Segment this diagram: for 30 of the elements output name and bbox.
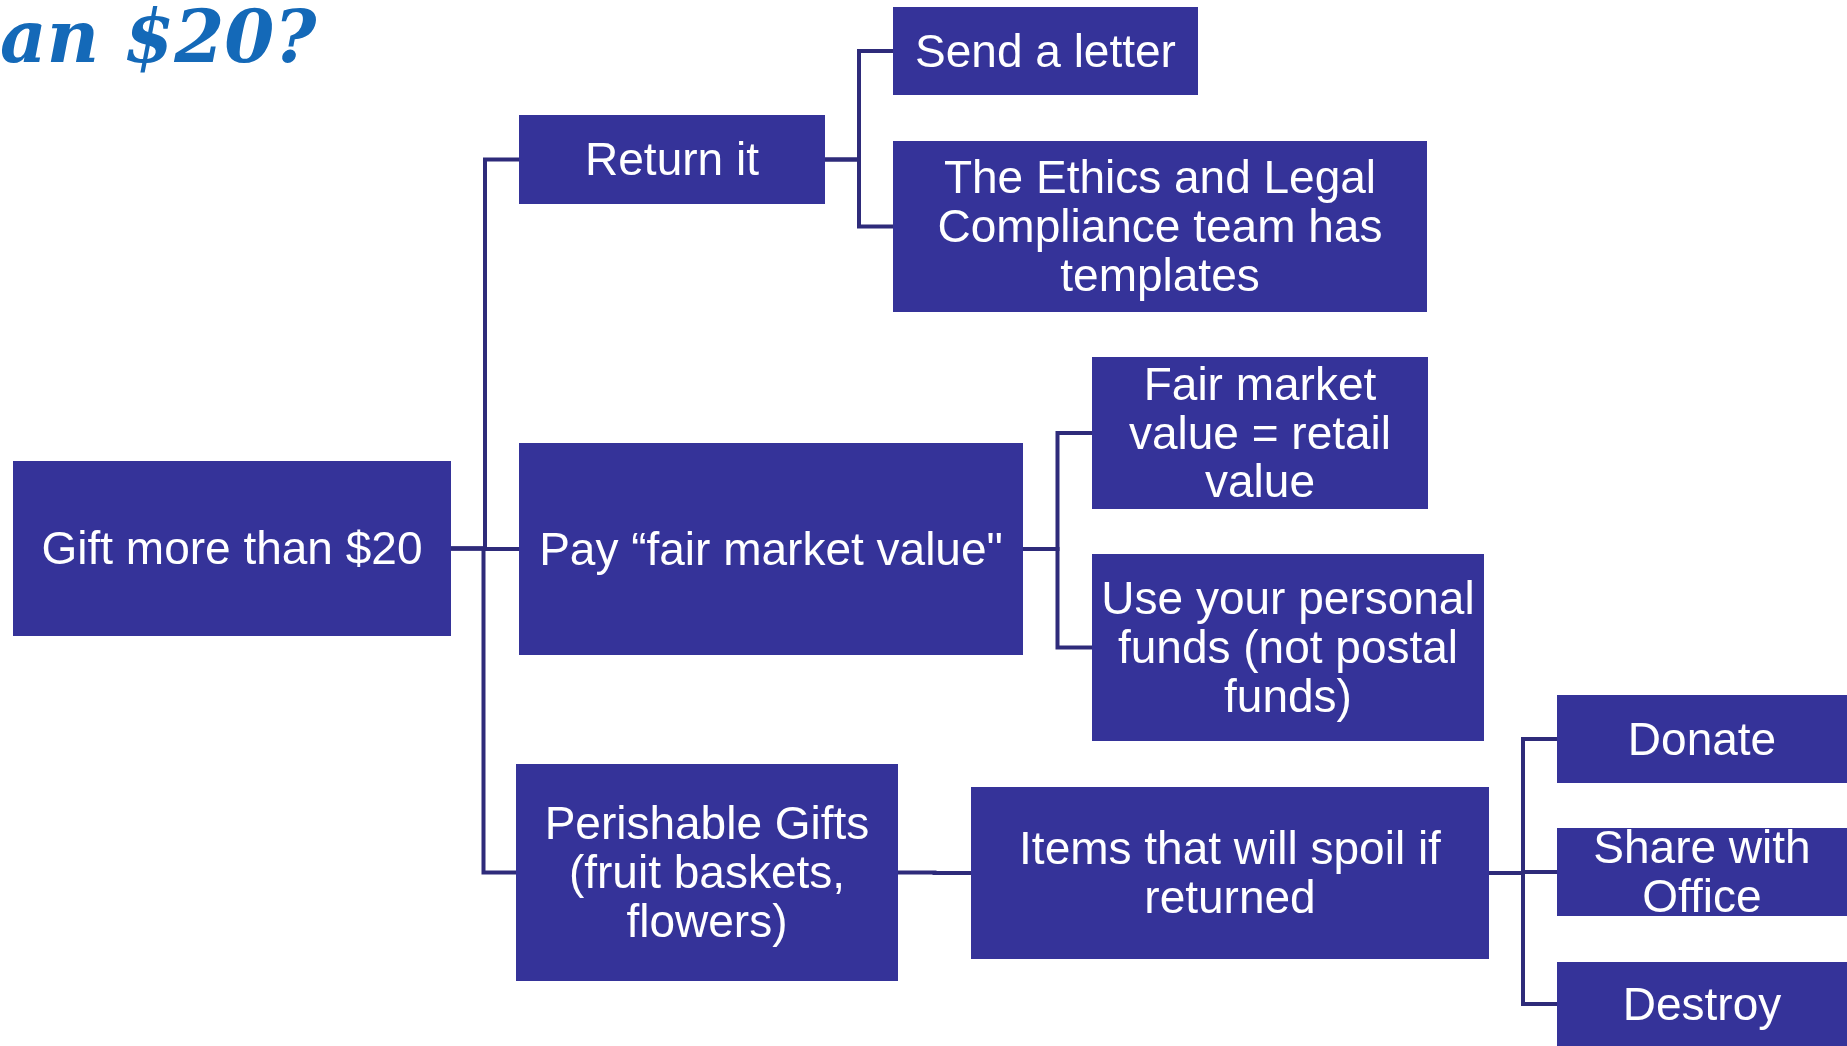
tree-box <box>971 787 1489 959</box>
box-label: Share with Office <box>1592 823 1812 921</box>
connector-line <box>1489 871 1557 1006</box>
box-label: Use your personal funds (not postal funds) <box>1100 574 1476 721</box>
tree-box <box>516 764 898 981</box>
tree-box <box>519 443 1023 655</box>
connector-line <box>898 870 971 875</box>
tree-box <box>519 115 825 204</box>
connector-line <box>451 546 516 875</box>
box-label: Pay “fair market value" <box>539 524 1003 574</box>
tree-box <box>893 141 1427 312</box>
tree-box <box>1557 828 1847 916</box>
box-label: Items that will spoil if returned <box>1018 824 1442 922</box>
connector-line <box>1023 547 1092 650</box>
connector-line <box>825 157 893 229</box>
box-label: Destroy <box>1622 979 1782 1029</box>
tree-box <box>1092 554 1484 741</box>
box-label: Fair market value = retail value <box>1127 359 1393 507</box>
tree-box <box>1557 962 1847 1046</box>
tree-box <box>893 7 1198 95</box>
box-label: Perishable Gifts (fruit baskets, flowers) <box>543 799 871 946</box>
tree-box <box>1557 695 1847 783</box>
tree-box <box>13 461 451 636</box>
box-label: Donate <box>1627 714 1777 764</box>
box-label: The Ethics and Legal Compliance team has templates <box>936 153 1384 300</box>
box-label: Gift more than $20 <box>41 524 423 573</box>
tree-box <box>1092 357 1428 509</box>
box-label: Return it <box>585 135 759 184</box>
heading: an $20? <box>0 0 317 79</box>
box-label: Send a letter <box>915 26 1176 76</box>
